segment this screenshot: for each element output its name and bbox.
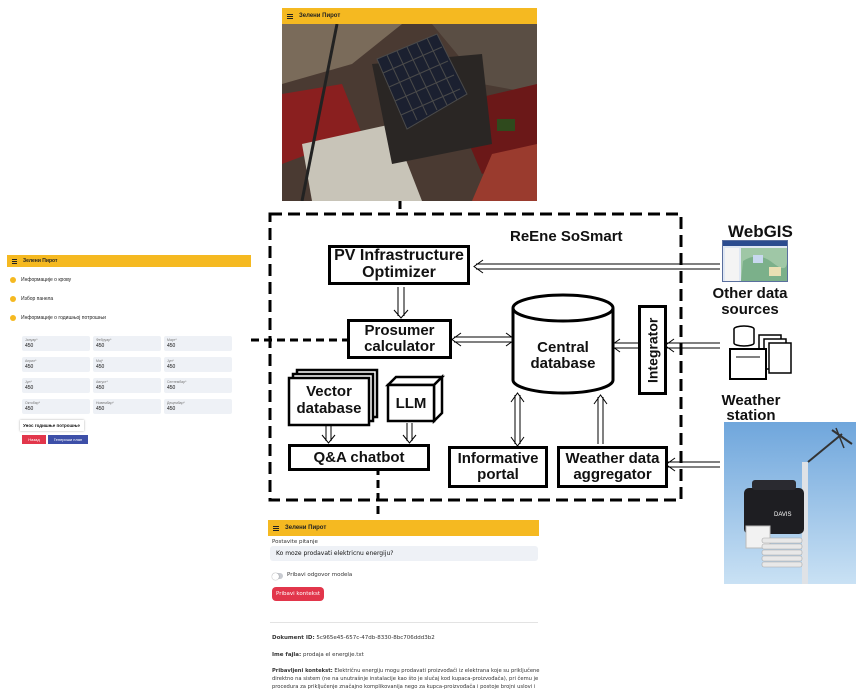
- month-input[interactable]: Август*450: [93, 378, 161, 393]
- month-input[interactable]: Април*450: [22, 357, 90, 372]
- weather-aggregator-box: Weather data aggregator: [557, 446, 668, 488]
- central-db-label: Central database: [530, 339, 596, 372]
- context-text: Pribavljeni kontekst: Električnu energij…: [272, 668, 540, 690]
- annual-consumption-button[interactable]: Унос годишње потрошње: [20, 420, 84, 431]
- toggle-label: Pribavi odgovor modela: [287, 572, 353, 578]
- menu-icon[interactable]: [12, 258, 17, 265]
- generate-plan-button[interactable]: Генериши план: [48, 435, 88, 444]
- step-number-icon: [10, 315, 16, 321]
- month-input[interactable]: Мај*450: [93, 357, 161, 372]
- file-name-line: Ime fajla: prodaja el energije.txt: [272, 652, 364, 658]
- portal-box: Informative portal: [448, 446, 548, 488]
- integrator-box: Integrator: [638, 305, 667, 395]
- step-consumption[interactable]: Информације о годишњој потрошњи: [10, 315, 106, 321]
- month-input[interactable]: Децембар*450: [164, 399, 232, 414]
- aerial-photo: [282, 24, 537, 201]
- check-icon: [10, 277, 16, 283]
- question-input[interactable]: Ko moze prodavati elektricnu energiju?: [270, 546, 538, 561]
- app-title: Зелени Пирот: [299, 13, 341, 19]
- get-context-button[interactable]: Pribavi kontekst: [272, 587, 324, 601]
- webgis-label: WebGIS: [728, 222, 793, 241]
- back-button[interactable]: Назад: [22, 435, 46, 444]
- prosumer-box: Prosumer calculator: [347, 319, 452, 359]
- month-input[interactable]: Септембар*450: [164, 378, 232, 393]
- month-input[interactable]: Фебруар*450: [93, 336, 161, 351]
- svg-text:DAVIS: DAVIS: [774, 512, 792, 518]
- month-input[interactable]: Март*450: [164, 336, 232, 351]
- left-app-bar: Зелени Пирот: [7, 255, 251, 267]
- weather-station-photo: DAVIS: [724, 422, 856, 584]
- chat-app-bar: Зелени Пирот: [268, 520, 539, 536]
- top-app-bar: Зелени Пирот: [282, 8, 537, 24]
- step-panels[interactable]: Избор панела: [10, 296, 53, 302]
- pv-optimizer-box: PV Infrastructure Optimizer: [328, 245, 470, 285]
- weather-station-label: Weather station: [721, 392, 781, 424]
- month-input[interactable]: Јул*450: [22, 378, 90, 393]
- app-title: Зелени Пирот: [285, 525, 327, 531]
- month-input[interactable]: Октобар*450: [22, 399, 90, 414]
- data-source-icon: [729, 325, 792, 380]
- app-title: Зелени Пирот: [23, 258, 58, 264]
- divider: [270, 622, 538, 623]
- document-id-line: Dokument ID: 5c965e45-657c-47db-8330-8bc…: [272, 635, 435, 641]
- toggle-knob: [272, 572, 279, 580]
- check-icon: [10, 296, 16, 302]
- menu-icon[interactable]: [273, 525, 279, 532]
- qa-chatbot-box: Q&A chatbot: [288, 444, 430, 471]
- vector-db-label: Vector database: [296, 383, 362, 417]
- question-label: Postavite pitanje: [272, 539, 318, 545]
- webgis-thumbnail: [722, 240, 788, 282]
- month-input[interactable]: Јун*450: [164, 357, 232, 372]
- month-input[interactable]: Јануар*450: [22, 336, 90, 351]
- menu-icon[interactable]: [287, 13, 293, 20]
- step-roof[interactable]: Информације о крову: [10, 277, 71, 283]
- other-sources-label: Other data sources: [712, 285, 788, 318]
- model-answer-toggle[interactable]: [272, 572, 283, 580]
- llm-label: LLM: [395, 395, 427, 412]
- system-title: ReEne SoSmart: [510, 228, 623, 245]
- month-input[interactable]: Новембар*450: [93, 399, 161, 414]
